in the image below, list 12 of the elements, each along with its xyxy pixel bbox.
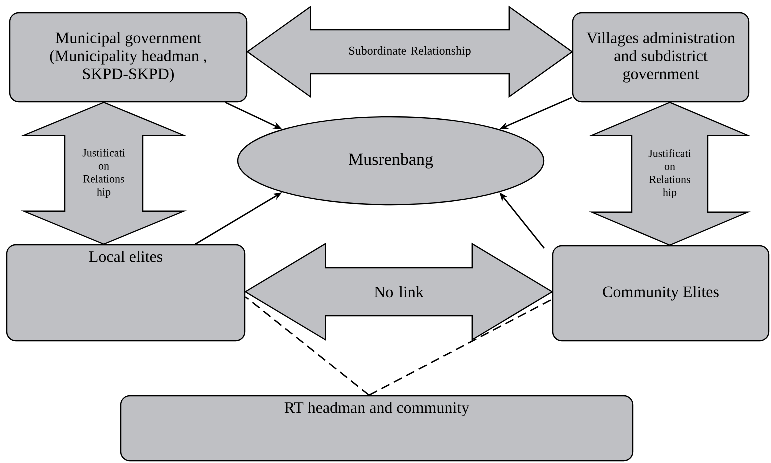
edge-label: Justificati on Relations hip: [82, 148, 126, 198]
process-box: Villages administration and subdistrict government: [572, 12, 750, 103]
dashed-line: [368, 298, 553, 396]
edge-label: No link: [374, 286, 424, 298]
dashed-line: [245, 296, 370, 396]
edge-label: Subordinate Relationship: [349, 46, 471, 58]
process-box: Municipal government (Municipality headman , SKPD-SKPD): [9, 12, 248, 103]
process-box: RT headman and community: [120, 395, 634, 462]
ellipse-node: Musrenbang: [237, 116, 545, 206]
process-box: Community Elites: [552, 245, 770, 342]
process-box: Local elites: [6, 244, 246, 342]
edge-label: Justificati on Relations hip: [648, 149, 692, 199]
